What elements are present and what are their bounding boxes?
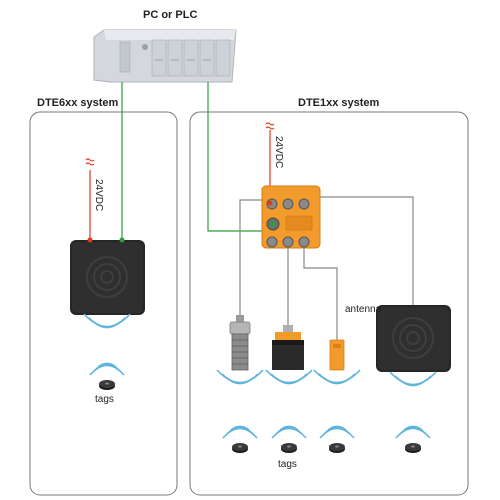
power-label-left: 24VDC xyxy=(93,179,104,212)
wireless-waves-icon xyxy=(395,425,431,439)
controller-label: PC or PLC xyxy=(143,9,198,21)
dte6xx-reader xyxy=(70,237,145,315)
wireless-waves-icon xyxy=(389,371,437,387)
wireless-waves-icon xyxy=(313,369,361,385)
power-label-right: 24VDC xyxy=(273,136,284,169)
dte1xx-title: DTE1xx system xyxy=(298,97,380,109)
antenna xyxy=(376,305,451,372)
wireless-waves-icon xyxy=(222,425,258,439)
cube-reader xyxy=(272,325,304,370)
plc-controller xyxy=(93,29,237,83)
wireless-waves-icon xyxy=(83,313,131,329)
dte6xx-title: DTE6xx system xyxy=(37,97,119,109)
tag-icon xyxy=(405,443,421,453)
wireless-waves-icon xyxy=(319,425,355,439)
antenna-label: antenna xyxy=(345,304,382,315)
wireless-waves-icon xyxy=(89,362,125,376)
tags-label-left: tags xyxy=(95,394,114,405)
tags-label-right: tags xyxy=(278,459,297,470)
evaluation-module xyxy=(261,185,321,249)
compact-reader xyxy=(329,339,345,371)
data-line-right xyxy=(207,82,273,232)
power-symbol-icon xyxy=(265,122,275,130)
cylindrical-reader xyxy=(229,315,251,371)
wireless-waves-icon xyxy=(216,369,264,385)
tag-icon xyxy=(281,443,297,453)
tag-icon xyxy=(99,380,115,390)
tag-icon xyxy=(329,443,345,453)
dte6xx-panel xyxy=(29,111,178,496)
dte1xx-panel xyxy=(189,111,469,496)
power-symbol-icon xyxy=(85,158,95,166)
wireless-waves-icon xyxy=(271,425,307,439)
tag-icon xyxy=(232,443,248,453)
wireless-waves-icon xyxy=(265,369,313,385)
cable-to-reader-c xyxy=(303,242,338,340)
